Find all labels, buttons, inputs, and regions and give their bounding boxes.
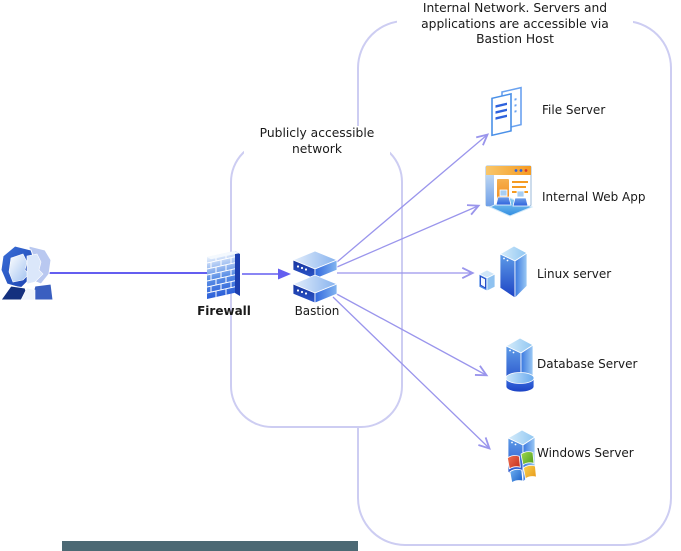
public-network-title-line2: network: [292, 141, 342, 156]
bastion-box-top: [291, 250, 339, 280]
bastion-label: Bastion: [294, 304, 340, 318]
web-app-user-figure: [512, 190, 529, 207]
windows-server-label: Windows Server: [537, 446, 634, 460]
internal-network-title-line2: applications are accessible via: [421, 16, 609, 31]
internal-web-app-label: Internal Web App: [542, 190, 646, 204]
web-app-users-icon: [485, 165, 534, 217]
tower-server-with-terminal-icon: [478, 245, 528, 299]
database-disk: [505, 372, 535, 393]
internal-network-title-line1: Internal Network. Servers and: [422, 1, 608, 15]
tower-server-with-disk-icon: [505, 337, 535, 393]
terminal-mini-monitor: [478, 269, 496, 292]
bastion-box-bottom: [291, 274, 339, 304]
windows-logo: [506, 451, 537, 484]
internal-network-title-line3: Bastion Host: [476, 32, 554, 46]
users-group-icon: [1, 245, 53, 301]
web-app-user-figure: [495, 189, 512, 206]
tower-server-with-windows-logo-icon: [506, 429, 537, 484]
firewall-label: Firewall: [197, 304, 251, 318]
bottom-background-strip: [62, 541, 358, 551]
documents-icon: [491, 86, 522, 137]
linux-server-label: Linux server: [537, 267, 612, 281]
public-network-title: Publicly accessible network: [244, 126, 390, 157]
server-stack-icon: [291, 250, 339, 304]
file-server-label: File Server: [542, 103, 606, 117]
firewall-brick-wall-icon: [207, 250, 240, 299]
database-server-label: Database Server: [537, 357, 638, 371]
public-network-title-line1: Publicly accessible: [259, 126, 375, 140]
internal-network-title: Internal Network. Servers and applicatio…: [397, 1, 633, 48]
